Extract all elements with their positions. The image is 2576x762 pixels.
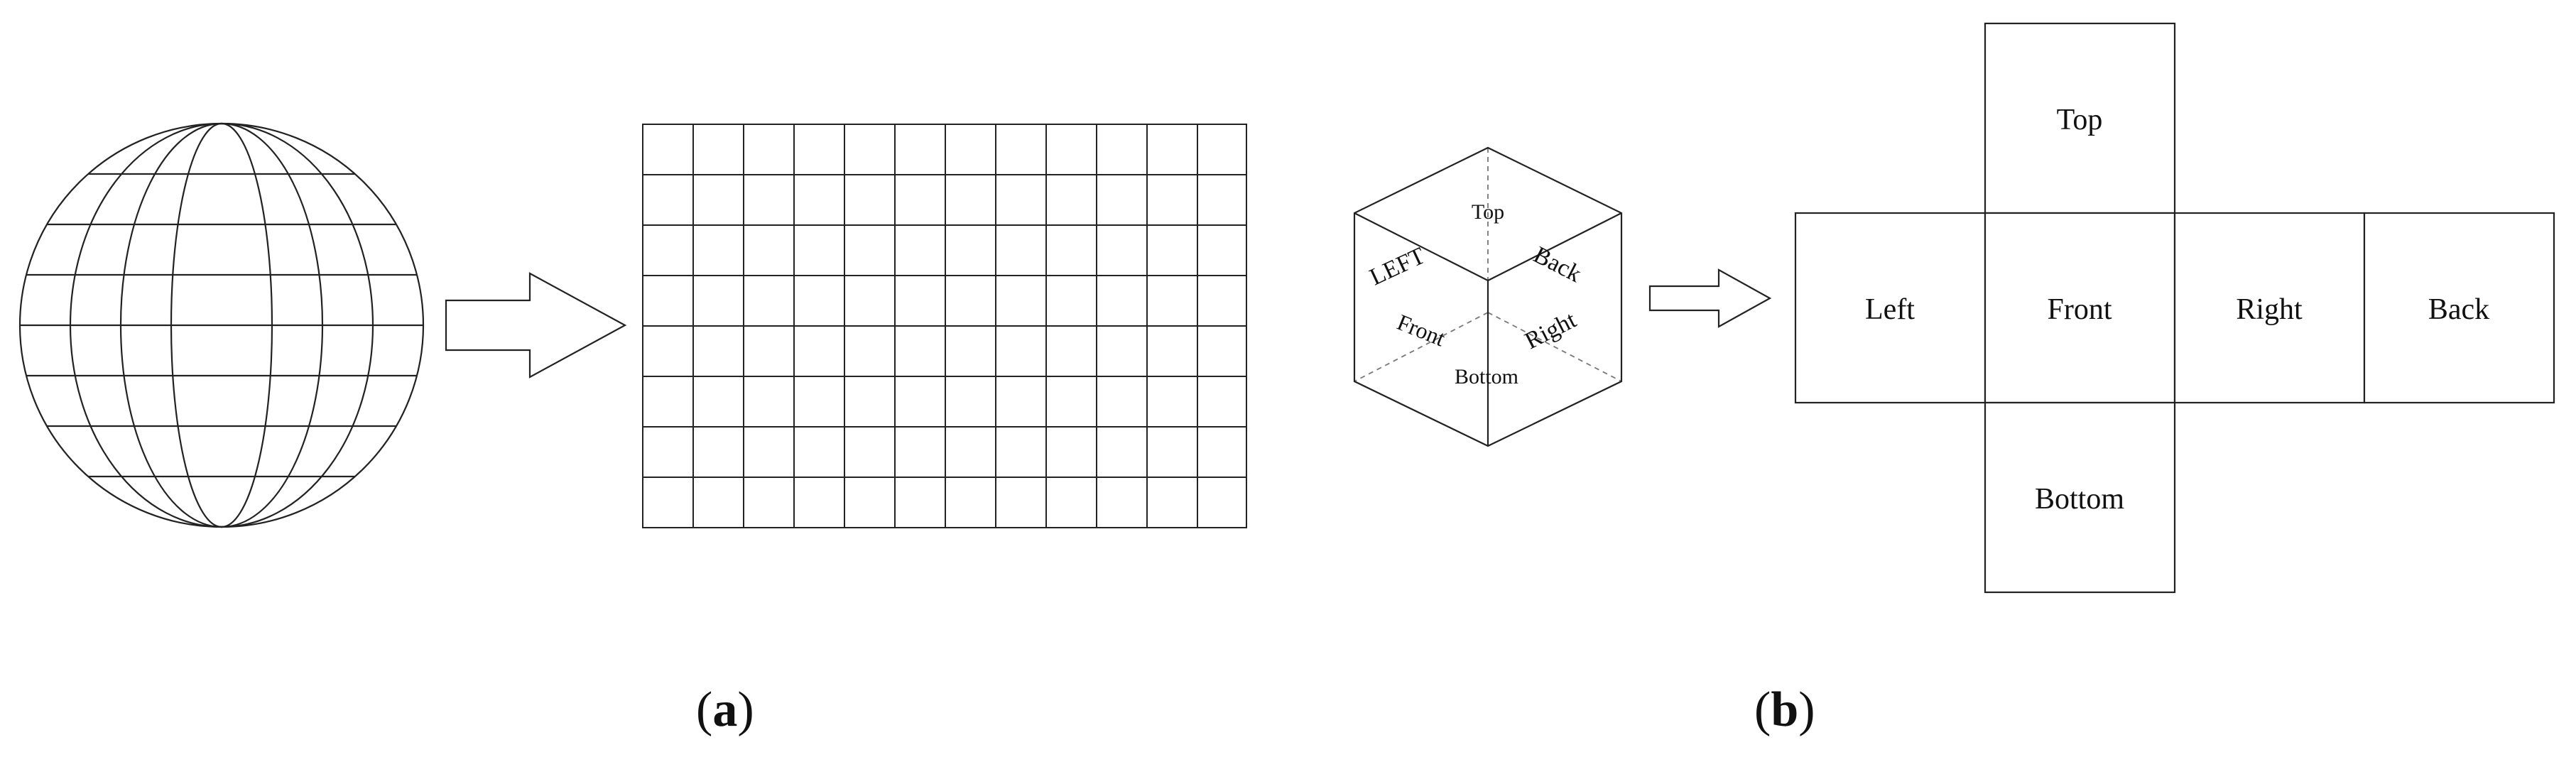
cube-face-left: LEFT [1366, 242, 1429, 290]
equirectangular-grid [642, 124, 1247, 528]
cube-face-front: Front [1393, 309, 1449, 351]
net-face-back: Back [2428, 293, 2489, 326]
panel-label-b-open: ( [1754, 682, 1771, 737]
net-face-left-box [1794, 212, 1987, 404]
cube-face-top: Top [1472, 200, 1504, 224]
cube-face-right: Right [1521, 307, 1581, 355]
net-face-right: Right [2236, 293, 2303, 326]
cube-face-back: Back [1529, 241, 1585, 288]
net-face-front-box [1984, 212, 2176, 404]
cube-net [1794, 22, 2555, 594]
net-face-back-box [2363, 212, 2555, 404]
panel-label-b: (b) [1754, 682, 1815, 739]
arrow-right-icon [1648, 268, 1772, 328]
panel-b: Top LEFT Back Front Right Bottom Top Lef… [1353, 22, 2555, 594]
globe [18, 122, 425, 528]
panel-label-a-letter: a [712, 682, 738, 737]
cube-edge [1354, 212, 1489, 281]
panel-label-a: (a) [696, 682, 754, 739]
cube-face-bottom: Bottom [1455, 365, 1518, 388]
cube-edge [1487, 212, 1622, 281]
panel-a [18, 122, 1247, 528]
cube-net-labels: Top Left Front Right Back Bottom [1865, 104, 2489, 516]
cube: Top LEFT Back Front Right Bottom [1353, 146, 1623, 447]
cube-hidden-edge [1487, 312, 1622, 382]
net-face-bottom: Bottom [2035, 483, 2124, 516]
net-face-right-box [2173, 212, 2366, 404]
panel-label-b-letter: b [1771, 682, 1799, 737]
panel-label-a-open: ( [696, 682, 713, 737]
cube-hidden-edge [1354, 312, 1489, 382]
net-face-top-box [1984, 22, 2176, 214]
net-face-front: Front [2047, 293, 2112, 326]
panel-label-a-close: ) [737, 682, 754, 737]
arrow-right-icon [445, 272, 627, 379]
panel-label-b-close: ) [1798, 682, 1815, 737]
net-face-bottom-box [1984, 401, 2176, 594]
net-face-left: Left [1865, 293, 1915, 326]
net-face-top: Top [2057, 104, 2103, 136]
